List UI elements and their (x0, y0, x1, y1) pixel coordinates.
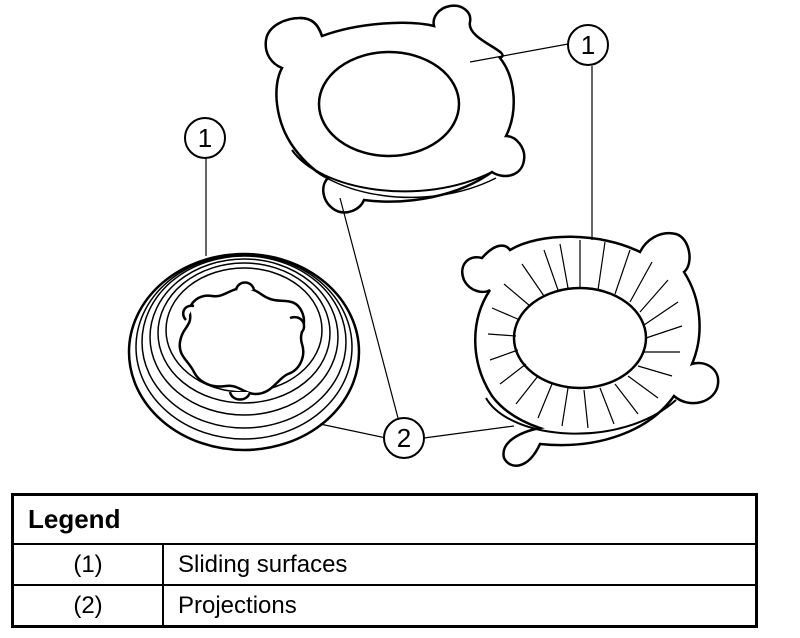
legend-row: (1) Sliding surfaces (11, 543, 758, 586)
top-tabbed-washer (264, 4, 526, 214)
legend-description: Sliding surfaces (162, 543, 758, 586)
legend-header-row: Legend (11, 493, 758, 545)
callout-1-top: 1 (567, 24, 609, 66)
svg-text:1: 1 (198, 123, 212, 153)
legend-description: Projections (162, 584, 758, 628)
leader-lines (205, 43, 593, 439)
parts-illustration: 1 1 2 (127, 4, 720, 467)
legend-code: (2) (11, 584, 164, 628)
callout-1-left: 1 (184, 117, 226, 159)
legend-row: (2) Projections (11, 584, 758, 628)
legend-code: (1) (11, 543, 164, 586)
left-friction-plate (127, 252, 361, 452)
right-serrated-washer (461, 231, 720, 467)
legend-title: Legend (11, 493, 758, 545)
svg-text:2: 2 (397, 423, 411, 453)
callout-2: 2 (383, 417, 425, 459)
legend-table: Legend (1) Sliding surfaces (2) Projecti… (11, 493, 758, 628)
svg-text:1: 1 (581, 30, 595, 60)
